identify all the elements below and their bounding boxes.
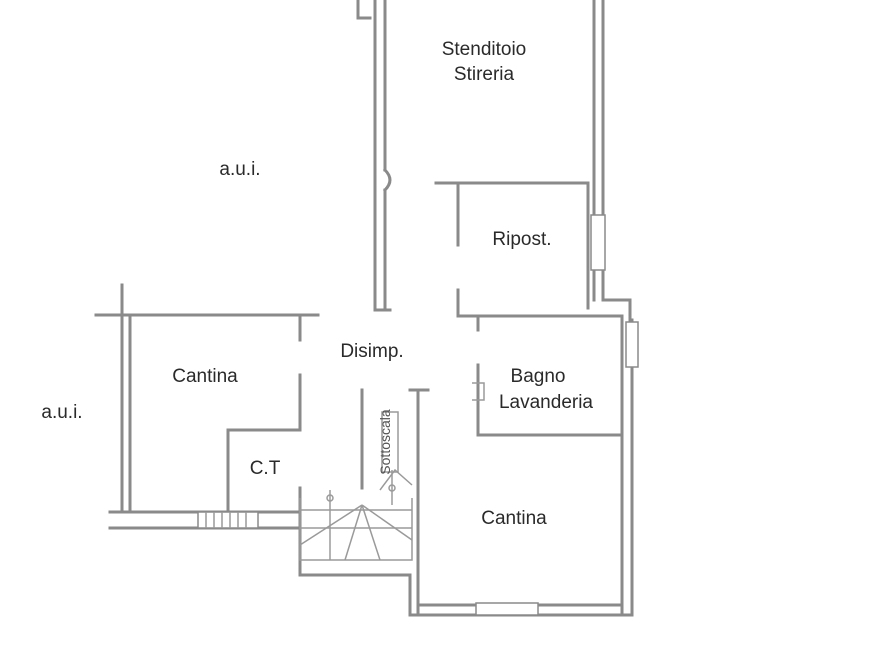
label-stair: Sottoscala [377, 409, 393, 475]
label-aui-left: a.u.i. [41, 402, 82, 423]
stenditoio-walls [356, 0, 606, 312]
ripostiglio-walls [434, 181, 632, 322]
label-ct: C.T [250, 458, 281, 479]
label-bagno: Bagno [511, 366, 566, 387]
disimpegno-walls [298, 388, 430, 617]
cantina-bottom-walls [408, 602, 634, 617]
label-stenditoio: Stenditoio [442, 39, 527, 60]
label-disimpegno: Disimp. [340, 341, 403, 362]
label-lavanderia: Lavanderia [499, 392, 593, 413]
label-cantina-bottom: Cantina [481, 508, 547, 529]
bagno-walls [472, 314, 639, 617]
label-stireria: Stireria [454, 64, 515, 85]
stair [299, 411, 413, 561]
label-cantina-left: Cantina [172, 366, 238, 387]
label-aui-top: a.u.i. [219, 159, 260, 180]
label-ripostiglio: Ripost. [492, 229, 551, 250]
cantina-left-walls [94, 283, 320, 530]
